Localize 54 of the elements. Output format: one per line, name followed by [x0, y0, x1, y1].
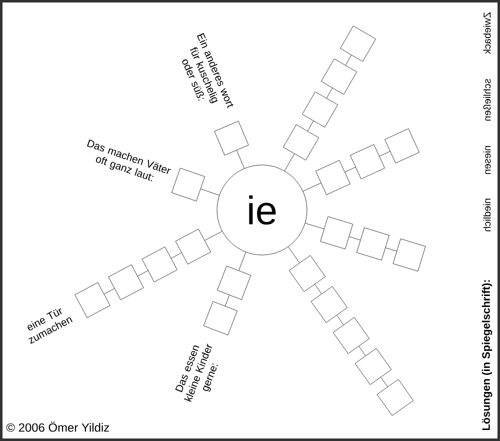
letter-box — [332, 317, 370, 354]
mirrored-solution: niesen — [483, 146, 491, 174]
connector-line — [379, 151, 390, 156]
connector-line — [171, 252, 182, 258]
letter-box — [354, 348, 392, 385]
connector-line — [302, 182, 322, 192]
connector-line — [314, 284, 322, 294]
connector-line — [344, 167, 356, 172]
copyright-text: © 2006 Ömer Yildiz — [6, 422, 109, 432]
connector-line — [238, 252, 246, 271]
connector-line — [224, 294, 230, 306]
mirrored-solution: Zwieback — [483, 12, 491, 54]
letter-box — [356, 227, 390, 260]
letter-box — [142, 246, 178, 282]
letter-box — [283, 124, 319, 160]
letter-box — [302, 92, 338, 128]
letter-box — [310, 286, 348, 323]
letter-box — [376, 379, 414, 416]
letter-box — [203, 301, 238, 336]
letter-box — [316, 160, 350, 195]
letter-box — [350, 144, 385, 180]
letter-box — [214, 120, 249, 156]
connector-line — [349, 236, 360, 240]
connector-line — [345, 54, 352, 66]
letter-box — [340, 26, 376, 62]
connector-line — [104, 288, 115, 294]
mirrored-solution: schließen — [483, 78, 491, 121]
solutions-heading: Lösungen (in Spiegelschrift): — [482, 280, 492, 430]
mirrored-solution: niedlich — [483, 198, 491, 232]
letter-box — [172, 168, 205, 202]
connector-line — [284, 154, 295, 172]
letter-box — [320, 216, 354, 250]
connector-line — [305, 223, 324, 230]
letter-box — [321, 58, 357, 95]
connector-line — [236, 150, 245, 169]
connector-line — [138, 270, 148, 276]
connector-line — [380, 377, 388, 387]
connector-line — [385, 248, 397, 252]
connector-line — [307, 120, 314, 132]
letter-box — [288, 255, 326, 292]
letter-box — [108, 264, 144, 300]
letter-box — [217, 266, 252, 300]
letter-box — [392, 238, 426, 272]
clue-text: Das machen Väter oft ganz laut: — [86, 139, 171, 182]
letter-box — [384, 128, 420, 164]
connector-line — [358, 346, 366, 356]
clue-text: Das essen kleine Kinder gerne: — [175, 344, 218, 402]
letter-box — [74, 282, 110, 318]
connector-line — [336, 315, 344, 325]
connector-line — [288, 246, 300, 263]
connector-line — [204, 231, 222, 241]
connector-line — [200, 188, 220, 196]
letter-box — [175, 228, 211, 264]
connector-line — [326, 88, 333, 98]
